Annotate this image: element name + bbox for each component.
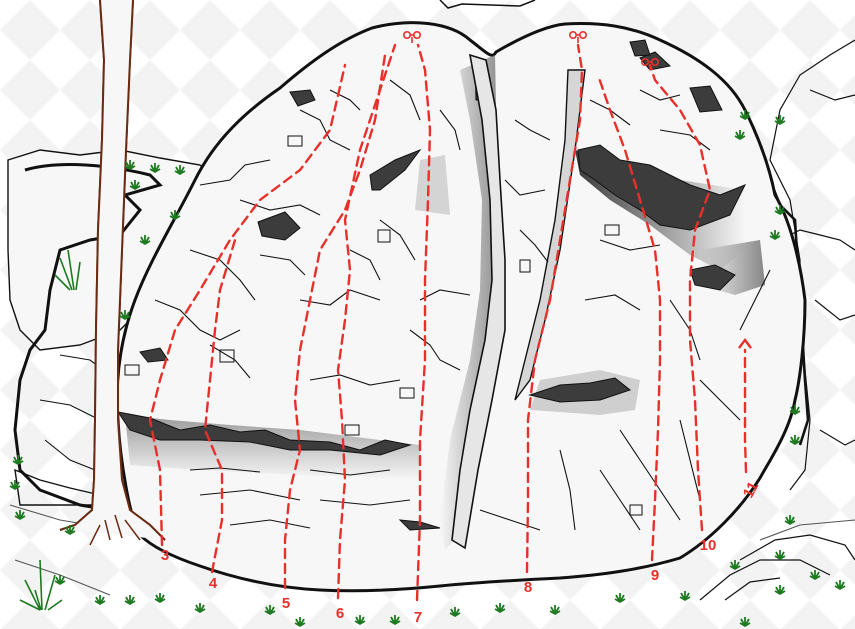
grass-tuft-icon	[194, 603, 206, 614]
route-labels: 3 4 5 6 7 8 9 10 11	[161, 479, 762, 626]
route-label-10: 10	[700, 537, 717, 554]
grass-tuft-icon	[774, 115, 786, 126]
route-label-7: 7	[414, 609, 422, 626]
route-line-5	[283, 53, 387, 590]
route-label-3: 3	[161, 547, 169, 564]
grass-tuft-icon	[139, 235, 151, 246]
grass-tuft-icon	[729, 560, 741, 571]
grass-tuft-icon	[774, 550, 786, 561]
grass-tuft-icon	[9, 480, 21, 491]
grass-tuft-icon	[14, 510, 26, 521]
lower-off-anchor-icon	[640, 57, 659, 70]
grass-tuft-icon	[264, 605, 276, 616]
grass-tuft-icon	[19, 249, 81, 611]
grass-tuft-icon	[789, 435, 801, 446]
grass-tuft-icon	[549, 605, 561, 616]
grass-tuft-icon	[119, 310, 131, 321]
grass-tuft-icon	[614, 593, 626, 604]
lower-off-anchor-icon	[402, 30, 421, 43]
route-end-arrow-icon	[738, 338, 752, 349]
grass-tuft-icon	[449, 607, 461, 618]
grass-tuft-icon	[149, 163, 161, 174]
grass-tuft-icon	[129, 180, 141, 191]
grass-tuft-icon	[154, 593, 166, 604]
route-line-6	[336, 43, 397, 600]
small-plants	[9, 110, 846, 628]
grass-tuft-icon	[354, 615, 366, 626]
grass-tuft-icon	[774, 205, 786, 216]
route-label-11: 11	[740, 479, 762, 501]
grass-tuft-icon	[54, 575, 66, 586]
lower-off-anchor-icon	[568, 30, 587, 43]
grass-tuft-icon	[774, 585, 786, 596]
grass-tuft-icon	[734, 130, 746, 141]
route-label-5: 5	[282, 595, 290, 612]
top-edge-rock	[439, 0, 536, 9]
grass-tuft-icon	[739, 617, 751, 628]
grass-tuft-icon	[294, 617, 306, 628]
grass-tuft-icon	[169, 210, 181, 221]
grass-tuft-icon	[12, 455, 24, 466]
grass-tuft-icon	[739, 110, 751, 121]
route-line-9	[596, 73, 662, 562]
grass-tuft-icon	[784, 515, 796, 526]
grass-tuft-icon	[174, 165, 186, 176]
route-line-4	[203, 238, 237, 574]
grass-tuft-icon	[679, 591, 691, 602]
route-line-10	[648, 63, 712, 532]
grass-tuft-icon	[769, 230, 781, 241]
tree-trunk-icon	[59, 0, 166, 546]
route-line-8	[525, 43, 584, 574]
grass-tuft-icon	[494, 603, 506, 614]
grass-tuft-icon	[64, 525, 76, 536]
grass-tuft-icon	[124, 160, 136, 171]
left-rock-outline	[13, 163, 163, 512]
route-line-3	[148, 63, 347, 547]
route-label-4: 4	[209, 575, 218, 592]
route-label-6: 6	[336, 605, 344, 622]
grass-tuft-icon	[124, 595, 136, 606]
grass-tuft-icon	[789, 405, 801, 416]
route-lines	[148, 43, 748, 602]
grass-tuft-icon	[809, 570, 821, 581]
route-label-8: 8	[524, 579, 532, 596]
rock-texture	[39, 79, 771, 531]
route-label-9: 9	[651, 567, 659, 584]
grass-tuft-icon	[389, 615, 401, 626]
route-line-11	[743, 348, 748, 474]
route-line-7	[415, 43, 432, 602]
grass-tuft-icon	[834, 580, 846, 591]
grass-tuft-icon	[94, 595, 106, 606]
anchors	[402, 30, 752, 349]
